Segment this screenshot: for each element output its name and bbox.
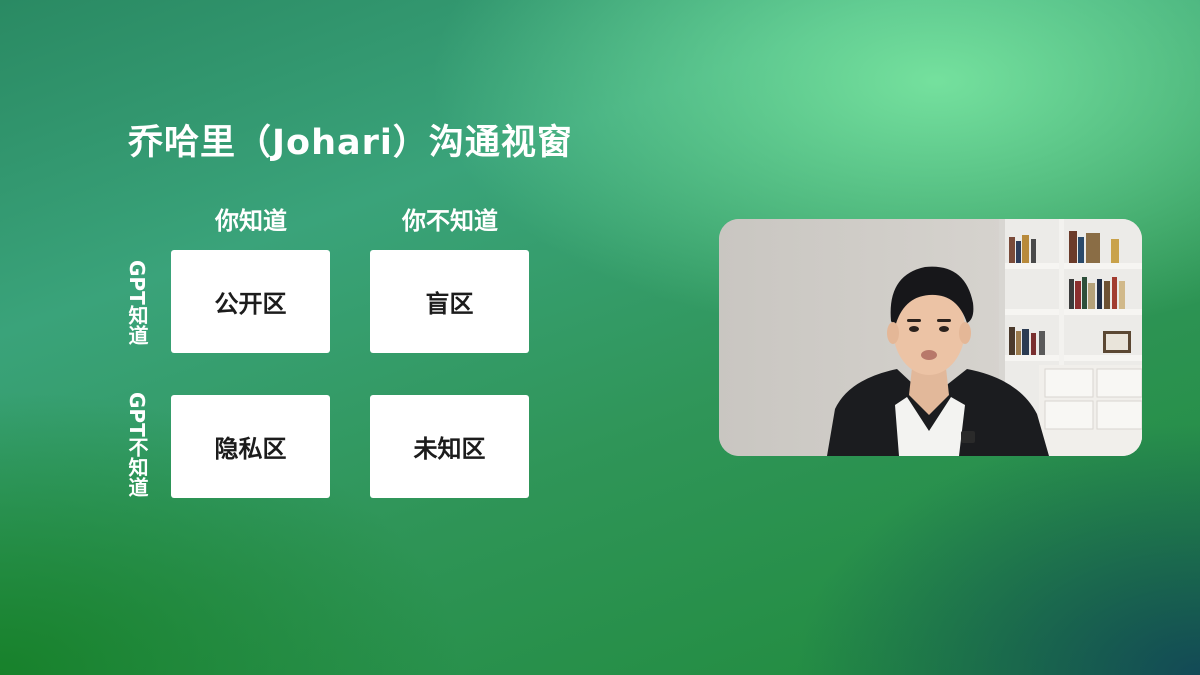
quadrant-open-area: 公开区 (171, 250, 330, 353)
presenter-video-frame (719, 219, 1142, 456)
quadrant-unknown-area: 未知区 (370, 395, 529, 498)
row-header-gpt-doesnt-know: GPT不知道 (125, 391, 149, 497)
presenter-video (719, 219, 1142, 456)
row-header-gpt-knows: GPT知道 (125, 259, 149, 345)
quadrant-hidden-area: 隐私区 (171, 395, 330, 498)
quadrant-blind-area: 盲区 (370, 250, 529, 353)
slide-title: 乔哈里（Johari）沟通视窗 (128, 123, 573, 163)
column-header-you-know: 你知道 (215, 207, 287, 235)
column-header-you-dont-know: 你不知道 (402, 207, 498, 235)
